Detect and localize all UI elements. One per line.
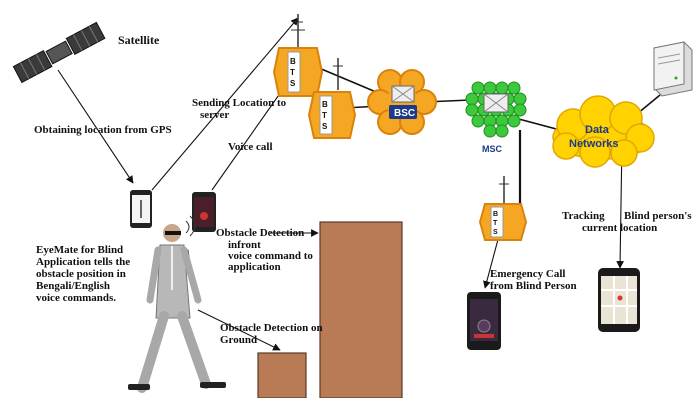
bts-tower-lower: B T S <box>478 176 528 241</box>
satellite-label: Satellite <box>118 33 160 47</box>
bts-tower-middle: B T S <box>307 58 357 139</box>
sending-location-label-2: server <box>200 109 229 121</box>
arrow-phone-to-bts <box>151 17 299 191</box>
phone-tracking-map-icon <box>598 268 640 332</box>
bts-label-top-s: S <box>290 79 296 88</box>
voice-call-label: Voice call <box>228 141 273 153</box>
eyemate-label-4: Bengali/English <box>36 280 110 292</box>
blind-person-figure <box>128 215 226 393</box>
data-networks-cloud <box>552 95 655 168</box>
obstacle-ground-block <box>257 352 307 399</box>
obstacle-detection-label-1: Obstacle Detection <box>216 227 304 239</box>
arrow-satellite-to-phone <box>57 69 134 184</box>
data-networks-label-2: Networks <box>569 138 619 150</box>
eyemate-label-2: Application tells the <box>36 256 130 268</box>
emergency-label-1: Emergency Call <box>490 268 565 280</box>
eyemate-label-3: obstacle position in <box>36 268 126 280</box>
tracking-label-3: current location <box>582 222 657 234</box>
voice-command-label-1: voice command to <box>228 250 313 262</box>
tracking-label-1: Tracking <box>562 210 605 222</box>
voice-command-label-2: application <box>228 261 281 273</box>
bts-tower-top: B T S <box>272 14 324 97</box>
server-icon <box>653 41 693 97</box>
bts-label-mid-t: T <box>322 111 327 120</box>
satellite-icon <box>12 21 106 84</box>
phone-gps-icon <box>130 190 152 228</box>
phone-emergency-icon <box>467 292 501 350</box>
bts-label-mid-b: B <box>322 100 328 109</box>
msc-label: MSC <box>482 144 503 154</box>
emergency-label-2: from Blind Person <box>490 280 577 292</box>
obstacle-detection-label-2: infront <box>228 239 261 251</box>
obstacle-front-block <box>319 221 403 399</box>
bts-label-low-b: B <box>493 211 498 218</box>
link-msc-datanet <box>514 117 561 131</box>
arrow-voicecall-to-bts <box>211 81 289 191</box>
data-networks-label-1: Data <box>585 124 610 136</box>
gps-label: Obtaining location from GPS <box>34 124 172 136</box>
ground-label-2: Ground <box>220 334 257 346</box>
bts-label-low-t: T <box>493 220 498 227</box>
msc-node <box>465 81 527 138</box>
bts-label-low-s: S <box>493 229 498 236</box>
arrow-emergency <box>483 231 501 289</box>
bts-label-top-t: T <box>290 68 295 77</box>
phone-voice-call-icon <box>192 192 216 232</box>
sending-location-label-1: Sending Location to <box>192 97 287 109</box>
ground-label-1: Obstacle Detection on <box>220 322 323 334</box>
bsc-node <box>367 69 437 135</box>
bts-label-mid-s: S <box>322 122 328 131</box>
tracking-label-2: Blind person's <box>624 210 692 222</box>
eyemate-label-1: EyeMate for Blind <box>36 244 123 256</box>
eyemate-label-5: voice commands. <box>36 292 116 304</box>
bts-label-top-b: B <box>290 57 296 66</box>
arrow-obstacle-ground <box>197 309 281 351</box>
bsc-label: BSC <box>394 108 415 119</box>
